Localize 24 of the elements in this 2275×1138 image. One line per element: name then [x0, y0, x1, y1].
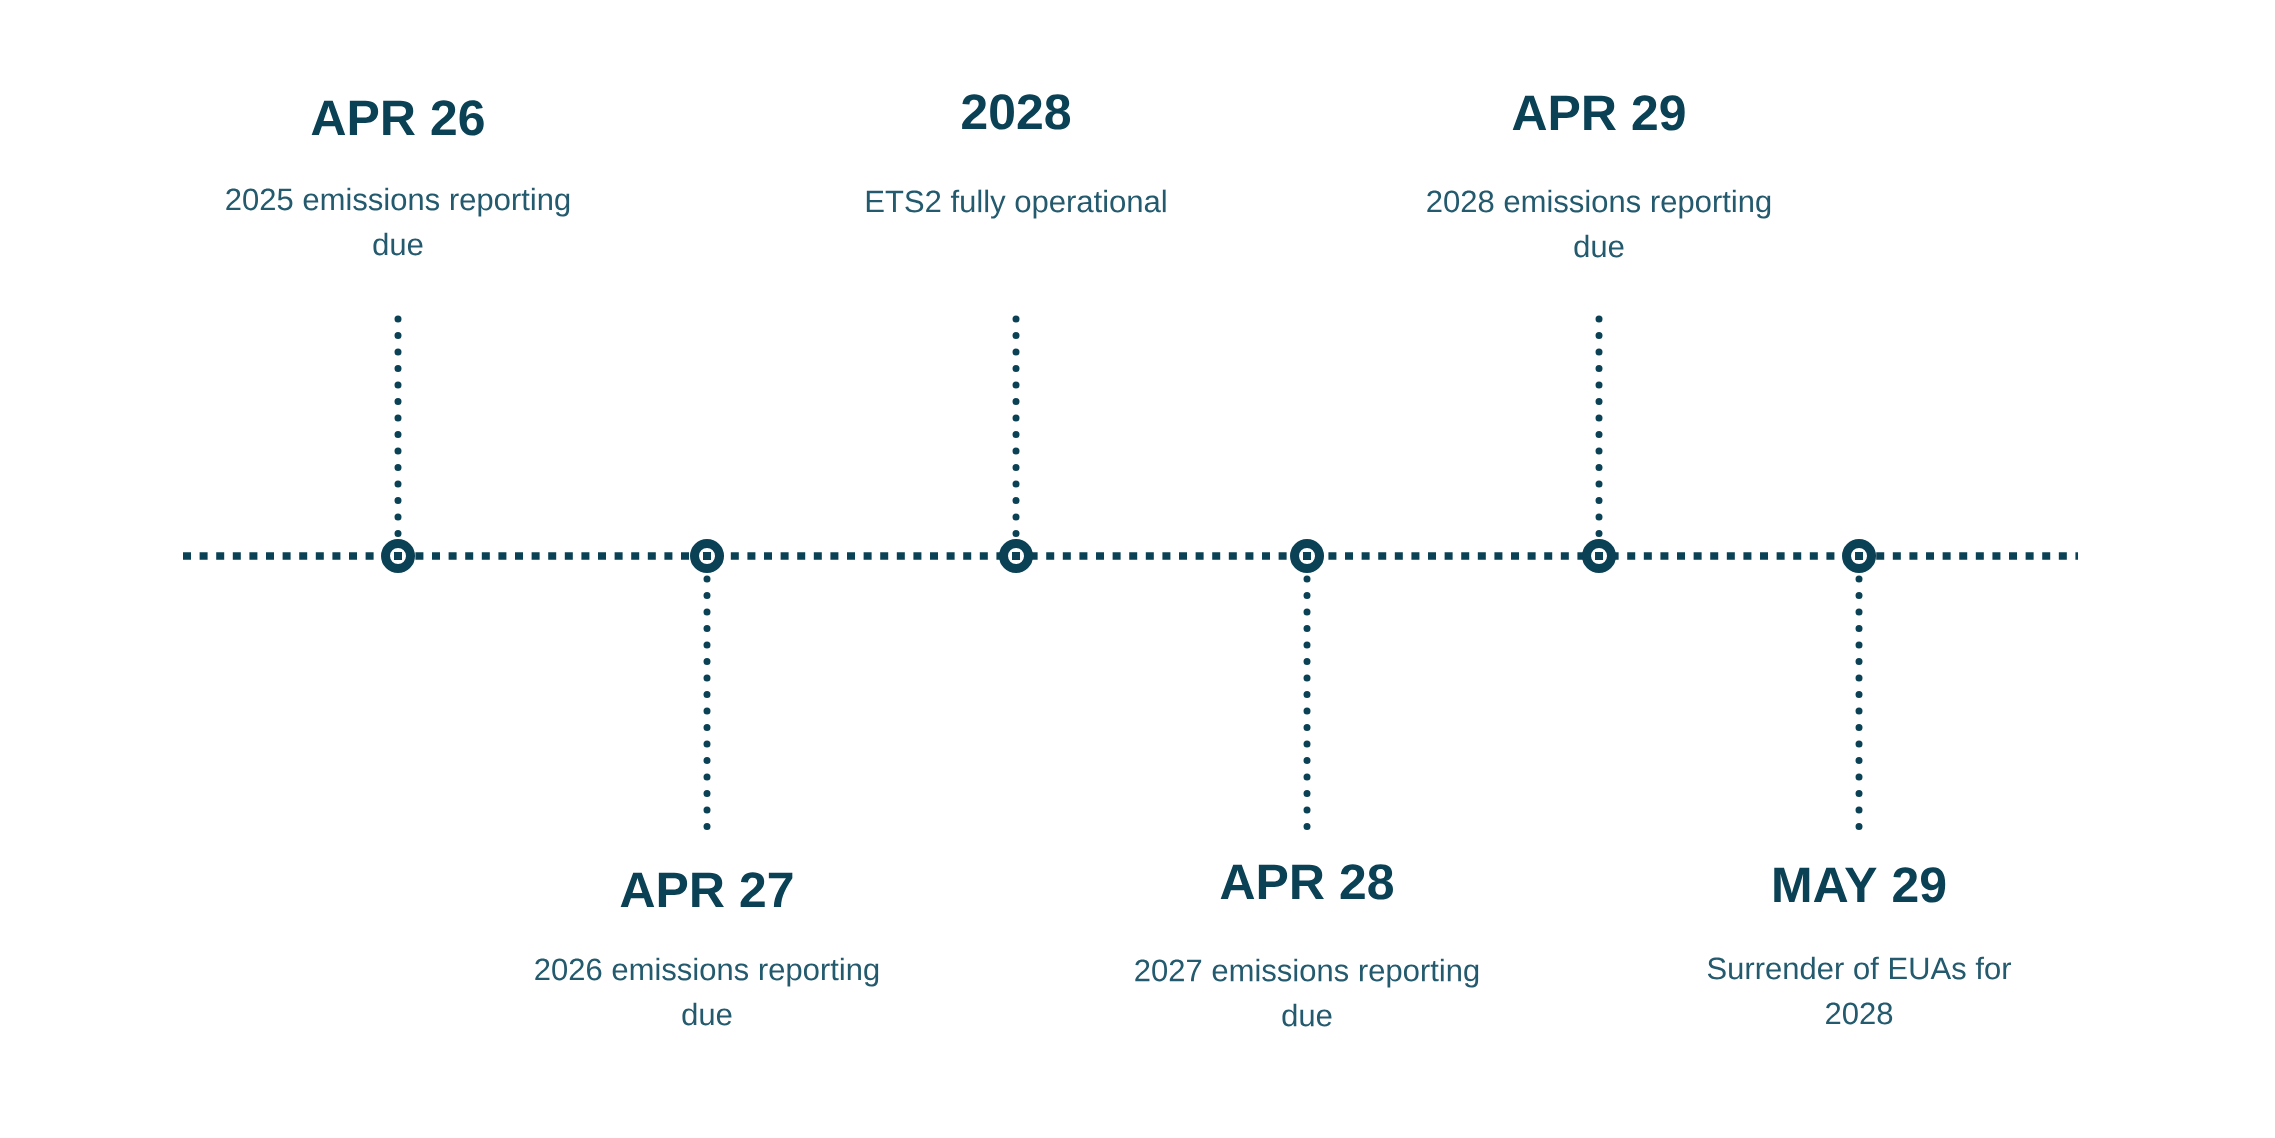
timeline-marker: [1842, 539, 1876, 573]
milestone-description: 2025 emissions reporting due: [226, 187, 570, 256]
leader-line: [1303, 575, 1311, 830]
date-heading: APR 28: [1220, 864, 1393, 900]
milestone-description: 2026 emissions reporting due: [535, 957, 879, 1026]
date-heading: APR 29: [1512, 95, 1685, 131]
leader-line: [1595, 314, 1603, 537]
milestone-description: 2028 emissions reporting due: [1427, 189, 1771, 258]
date-heading: MAY 29: [1774, 867, 1946, 903]
timeline-marker: [381, 539, 415, 573]
timeline-marker: [999, 539, 1033, 573]
milestone-description: ETS2 fully operational: [866, 189, 1166, 219]
date-heading: APR 26: [311, 100, 484, 136]
date-heading: 2028: [962, 94, 1071, 130]
timeline-marker: [690, 539, 724, 573]
leader-line: [703, 575, 711, 830]
leader-line: [1012, 314, 1020, 537]
timeline-marker: [1290, 539, 1324, 573]
milestone-description: 2027 emissions reporting due: [1135, 958, 1479, 1027]
date-heading: APR 27: [620, 872, 793, 908]
timeline-marker: [1582, 539, 1616, 573]
milestone-description: Surrender of EUAs for 2028: [1707, 956, 2012, 1025]
leader-line: [1855, 575, 1863, 830]
leader-line: [394, 314, 402, 537]
